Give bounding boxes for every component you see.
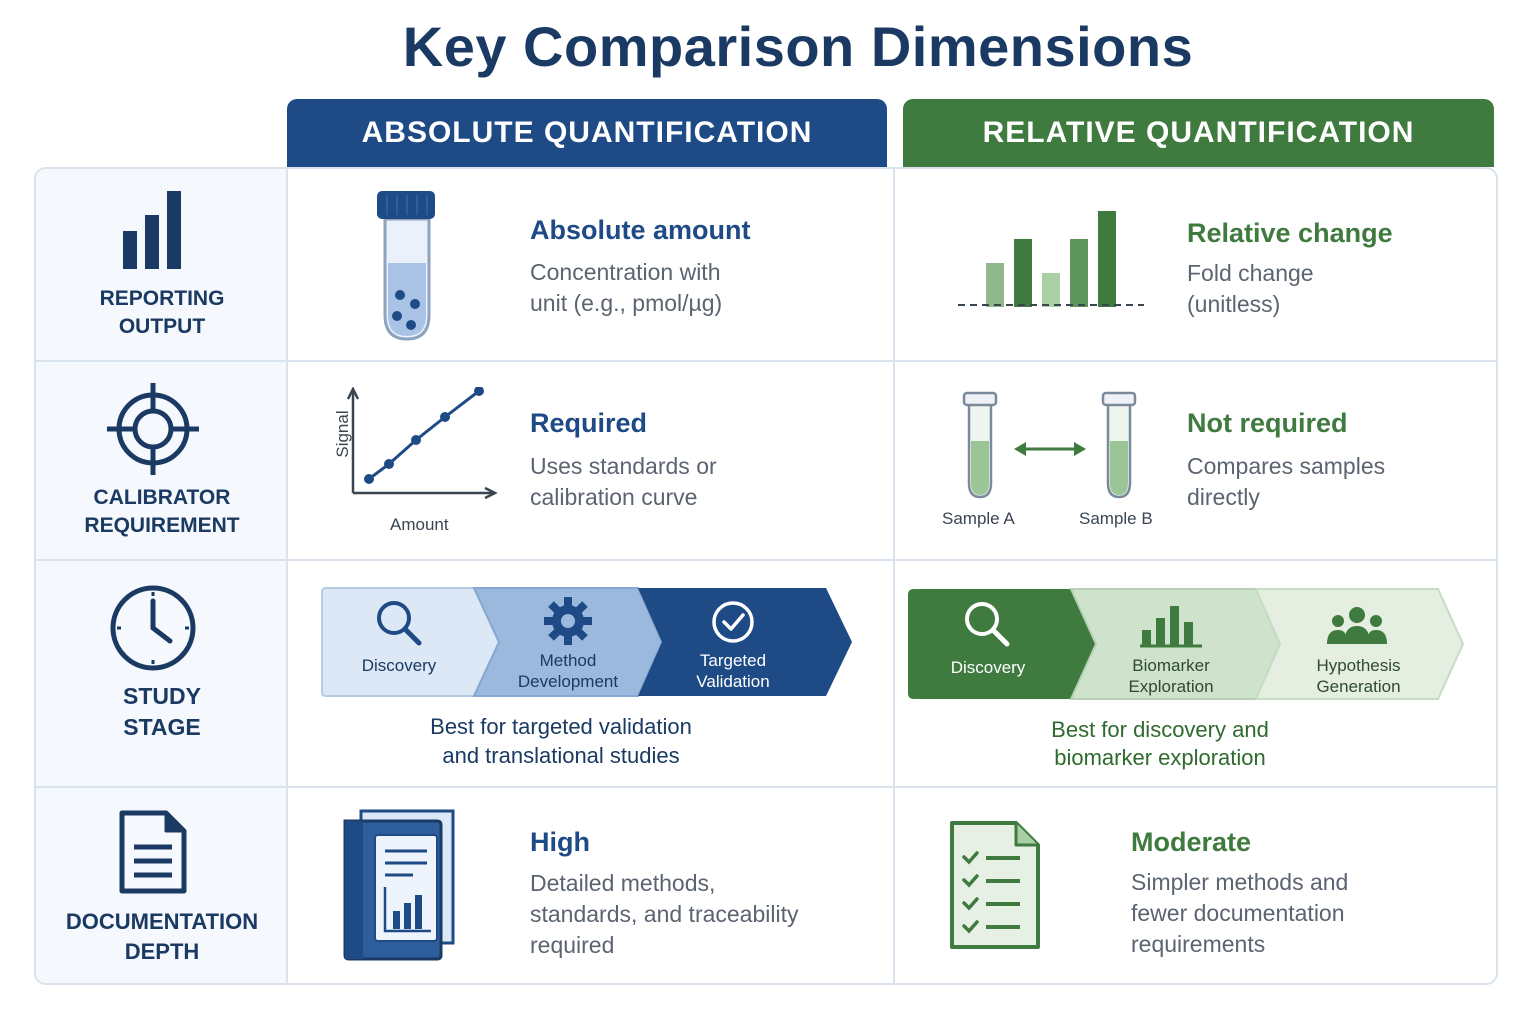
- documentation-absolute-heading: High: [530, 827, 590, 857]
- calibrator-relative-description: Compares samples directly: [1187, 451, 1385, 513]
- row-divider: [36, 786, 1496, 788]
- row-label-calibrator-requirement: CALIBRATOR REQUIREMENT: [36, 484, 288, 540]
- crosshair-target-icon: [107, 383, 199, 475]
- document-icon: [119, 810, 187, 894]
- calibration-curve-icon: [346, 387, 498, 500]
- description-line: standards, and traceability: [530, 901, 799, 927]
- row-label-line: REPORTING: [99, 287, 225, 310]
- stage-label-method-development: Method Development: [500, 650, 636, 692]
- stage-label-targeted-validation: Targeted Validation: [668, 650, 798, 692]
- row-label-line: REQUIREMENT: [84, 514, 240, 537]
- row-divider: [36, 360, 1496, 362]
- absolute-stage-caption: Best for targeted validation and transla…: [366, 712, 756, 770]
- description-line: Concentration with: [530, 259, 721, 285]
- description-line: Detailed methods,: [530, 870, 716, 896]
- step-label-line: Hypothesis: [1316, 656, 1401, 675]
- row-label-line: DEPTH: [124, 939, 200, 964]
- reporting-absolute-heading: Absolute amount: [530, 215, 751, 245]
- sample-b-label: Sample B: [1079, 509, 1153, 528]
- description-line: Simpler methods and: [1131, 869, 1349, 895]
- description-line: directly: [1187, 484, 1260, 510]
- stage-label-discovery: Discovery: [341, 655, 457, 676]
- description-line: calibration curve: [530, 484, 698, 510]
- caption-line: Best for targeted validation: [430, 714, 692, 739]
- row-label-documentation-depth: DOCUMENTATION DEPTH: [36, 907, 288, 967]
- row-label-line: DOCUMENTATION: [65, 909, 259, 934]
- step-label-line: Biomarker: [1132, 656, 1210, 675]
- row-label-line: CALIBRATOR: [93, 486, 231, 509]
- search-icon: [965, 602, 1010, 647]
- checklist-icon: [950, 821, 1040, 949]
- description-line: requirements: [1131, 931, 1266, 957]
- comparison-table: REPORTING OUTPUT Absolute amount Concent…: [34, 167, 1498, 985]
- search-icon: [377, 601, 422, 646]
- reporting-relative-heading: Relative change: [1187, 218, 1393, 248]
- calibrator-absolute-heading: Required: [530, 408, 648, 438]
- sample-comparison-icon: [962, 391, 1137, 499]
- axis-label-amount: Amount: [390, 515, 449, 534]
- step-label-line: Validation: [696, 672, 770, 691]
- bar-chart-icon: [1140, 606, 1202, 648]
- documentation-relative-description: Simpler methods and fewer documentation …: [1131, 867, 1348, 960]
- column-header-relative: RELATIVE QUANTIFICATION: [903, 99, 1494, 167]
- calibrator-relative-heading: Not required: [1187, 408, 1348, 438]
- row-label-study-stage: STUDY STAGE: [36, 681, 288, 743]
- check-circle-icon: [712, 601, 754, 643]
- reporting-absolute-description: Concentration with unit (e.g., pmol/µg): [530, 257, 722, 319]
- sample-a-label: Sample A: [942, 509, 1015, 528]
- page-title: Key Comparison Dimensions: [402, 15, 1194, 78]
- caption-line: Best for discovery and: [1051, 717, 1269, 742]
- calibrator-absolute-description: Uses standards or calibration curve: [530, 451, 717, 513]
- stage-step-discovery: [908, 589, 1096, 699]
- description-line: Compares samples: [1187, 453, 1386, 479]
- test-tube-icon: [377, 191, 435, 341]
- description-line: Fold change: [1187, 260, 1314, 286]
- column-divider: [893, 169, 895, 983]
- reporting-relative-description: Fold change (unitless): [1187, 258, 1314, 320]
- description-line: (unitless): [1187, 291, 1281, 317]
- step-label-line: Targeted: [699, 651, 767, 670]
- description-line: fewer documentation: [1131, 900, 1345, 926]
- stage-label-hypothesis-generation: Hypothesis Generation: [1291, 655, 1426, 697]
- step-label-line: Development: [517, 672, 619, 691]
- step-label-line: Generation: [1316, 677, 1401, 696]
- column-header-absolute: ABSOLUTE QUANTIFICATION: [287, 99, 887, 167]
- step-label-line: Method: [539, 651, 597, 670]
- bar-chart-icon: [123, 191, 181, 269]
- clock-icon: [110, 585, 196, 671]
- row-label-line: STUDY: [123, 683, 201, 709]
- stage-label-biomarker-exploration: Biomarker Exploration: [1106, 655, 1236, 697]
- documentation-relative-heading: Moderate: [1131, 827, 1252, 857]
- relative-stage-caption: Best for discovery and biomarker explora…: [1035, 716, 1285, 772]
- row-label-line: STAGE: [123, 714, 201, 740]
- description-line: unit (e.g., pmol/µg): [530, 290, 723, 316]
- people-icon: [1327, 607, 1387, 644]
- step-label-line: Exploration: [1128, 677, 1214, 696]
- documentation-absolute-description: Detailed methods, standards, and traceab…: [530, 868, 799, 961]
- axis-label-signal: Signal: [333, 410, 352, 458]
- binder-icon: [343, 809, 455, 961]
- fold-change-bars-icon: [958, 211, 1144, 307]
- step-label-line: Discovery: [361, 656, 437, 675]
- step-label-line: Discovery: [950, 658, 1026, 677]
- row-divider: [36, 559, 1496, 561]
- description-line: Uses standards or: [530, 453, 717, 479]
- row-label-line: OUTPUT: [118, 315, 206, 338]
- row-label-reporting-output: REPORTING OUTPUT: [36, 285, 288, 341]
- description-line: required: [530, 932, 615, 958]
- caption-line: and translational studies: [442, 743, 680, 768]
- gear-icon: [544, 597, 592, 645]
- stage-label-discovery: Discovery: [928, 657, 1048, 678]
- stage-step-targeted-validation: [638, 588, 852, 696]
- caption-line: biomarker exploration: [1054, 745, 1266, 770]
